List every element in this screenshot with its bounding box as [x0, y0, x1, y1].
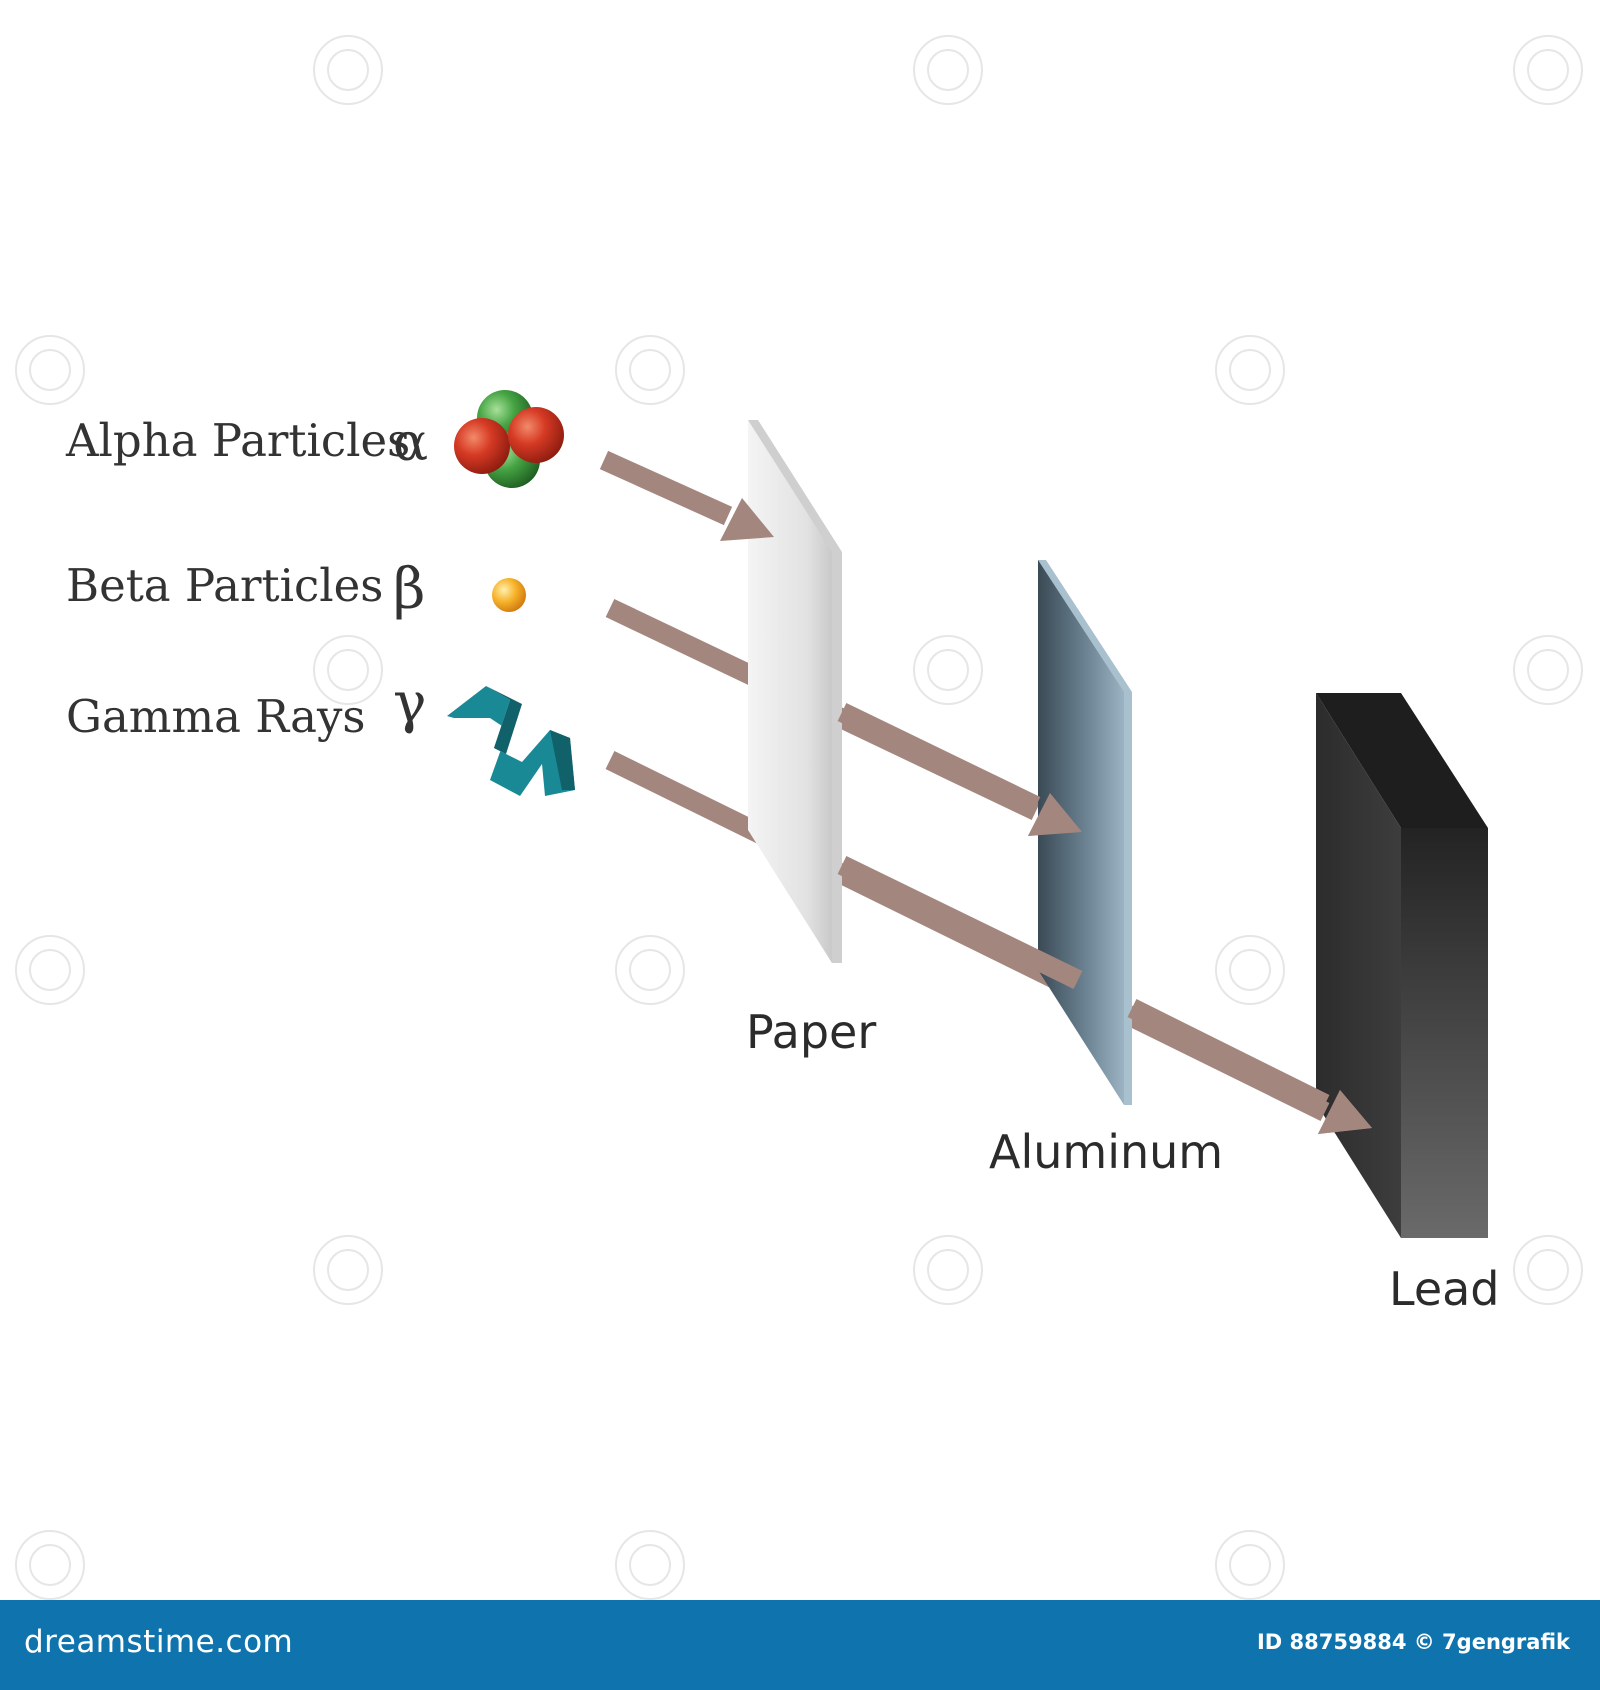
image-credit: ID 88759884 © 7gengrafik	[1256, 1630, 1570, 1654]
beta-label: Beta Particles	[66, 559, 383, 612]
paper-label: Paper	[746, 1005, 876, 1059]
gamma-arrow-front	[837, 856, 1372, 1134]
beta-symbol: β	[393, 557, 425, 622]
beta-particle-icon	[492, 578, 526, 612]
lead-block	[1316, 693, 1488, 1238]
paper-sheet	[748, 420, 842, 963]
dreamstime-logo[interactable]: dreamstime.com	[24, 1624, 294, 1660]
watermark	[15, 35, 1583, 1600]
alpha-label: Alpha Particles	[65, 414, 410, 467]
gamma-ray-icon	[447, 686, 575, 796]
aluminum-label: Aluminum	[989, 1125, 1223, 1179]
footer-bar: dreamstime.com ID 88759884 © 7gengrafik	[0, 1600, 1600, 1690]
beta-arrow-front	[837, 703, 1082, 836]
lead-label: Lead	[1389, 1262, 1500, 1316]
gamma-symbol: γ	[393, 671, 426, 736]
radiation-penetration-diagram: Alpha Particles α Beta Particles β Gamma…	[15, 35, 1583, 1600]
alpha-particle-icon	[454, 390, 564, 488]
alpha-symbol: α	[393, 413, 428, 473]
alpha-arrow	[599, 450, 774, 541]
gamma-label: Gamma Rays	[66, 690, 366, 743]
